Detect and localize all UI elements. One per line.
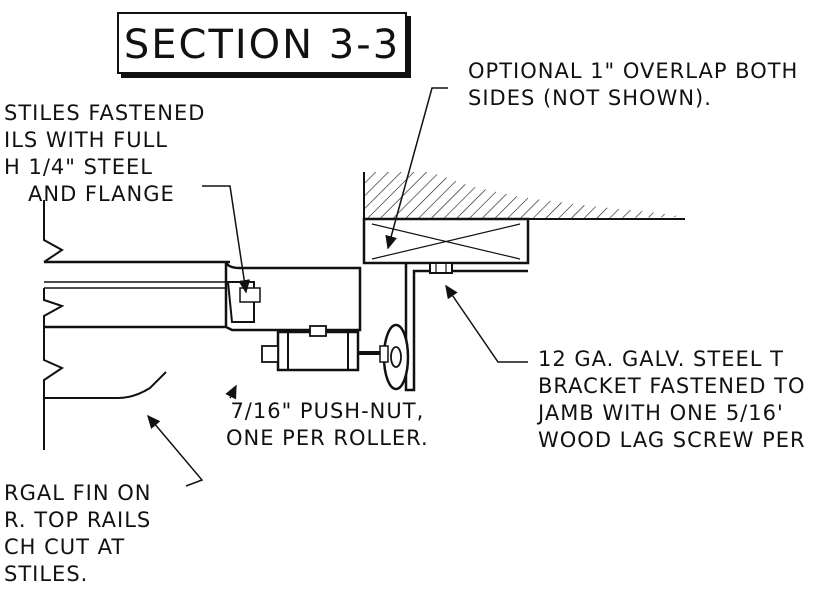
note-line: STILES FASTENED xyxy=(4,101,206,125)
note-line: 7/16" PUSH-NUT, xyxy=(230,399,425,423)
note-line: WOOD LAG SCREW PER xyxy=(538,428,806,452)
section-title-box: SECTION 3-3 xyxy=(117,12,407,74)
note-line: RGAL FIN ON xyxy=(4,481,152,505)
note-push-nut: 7/16" PUSH-NUT, ONE PER ROLLER. xyxy=(226,398,429,452)
roller-assembly xyxy=(261,323,410,391)
stile-channel xyxy=(224,261,362,332)
note-line: JAMB WITH ONE 5/16' xyxy=(538,401,784,425)
note-line: H 1/4" STEEL xyxy=(4,155,153,179)
note-line: SIDES (NOT SHOWN). xyxy=(468,86,712,110)
note-optional-overlap: OPTIONAL 1" OVERLAP BOTH SIDES (NOT SHOW… xyxy=(468,58,798,112)
section-title: SECTION 3-3 xyxy=(123,22,401,68)
note-line: 12 GA. GALV. STEEL T xyxy=(538,347,784,371)
note-line: ILS WITH FULL xyxy=(4,128,168,152)
leader-lines xyxy=(147,87,528,487)
note-steel-bracket: 12 GA. GALV. STEEL T BRACKET FASTENED TO… xyxy=(538,346,806,454)
note-line: STILES. xyxy=(4,562,89,586)
steel-bracket xyxy=(404,262,528,392)
note-line: AND FLANGE xyxy=(28,182,175,206)
note-line: OPTIONAL 1" OVERLAP BOTH xyxy=(468,59,799,83)
note-fin: RGAL FIN ON R. TOP RAILS CH CUT AT STILE… xyxy=(4,480,152,588)
note-line: CH CUT AT xyxy=(4,535,126,559)
note-stiles-fastened: STILES FASTENED ILS WITH FULL H 1/4" STE… xyxy=(4,100,205,208)
note-line: R. TOP RAILS xyxy=(4,508,152,532)
note-line: ONE PER ROLLER. xyxy=(226,426,429,450)
door-panel xyxy=(43,200,230,450)
wall-hatch xyxy=(365,172,685,220)
note-line: BRACKET FASTENED TO xyxy=(538,374,806,398)
